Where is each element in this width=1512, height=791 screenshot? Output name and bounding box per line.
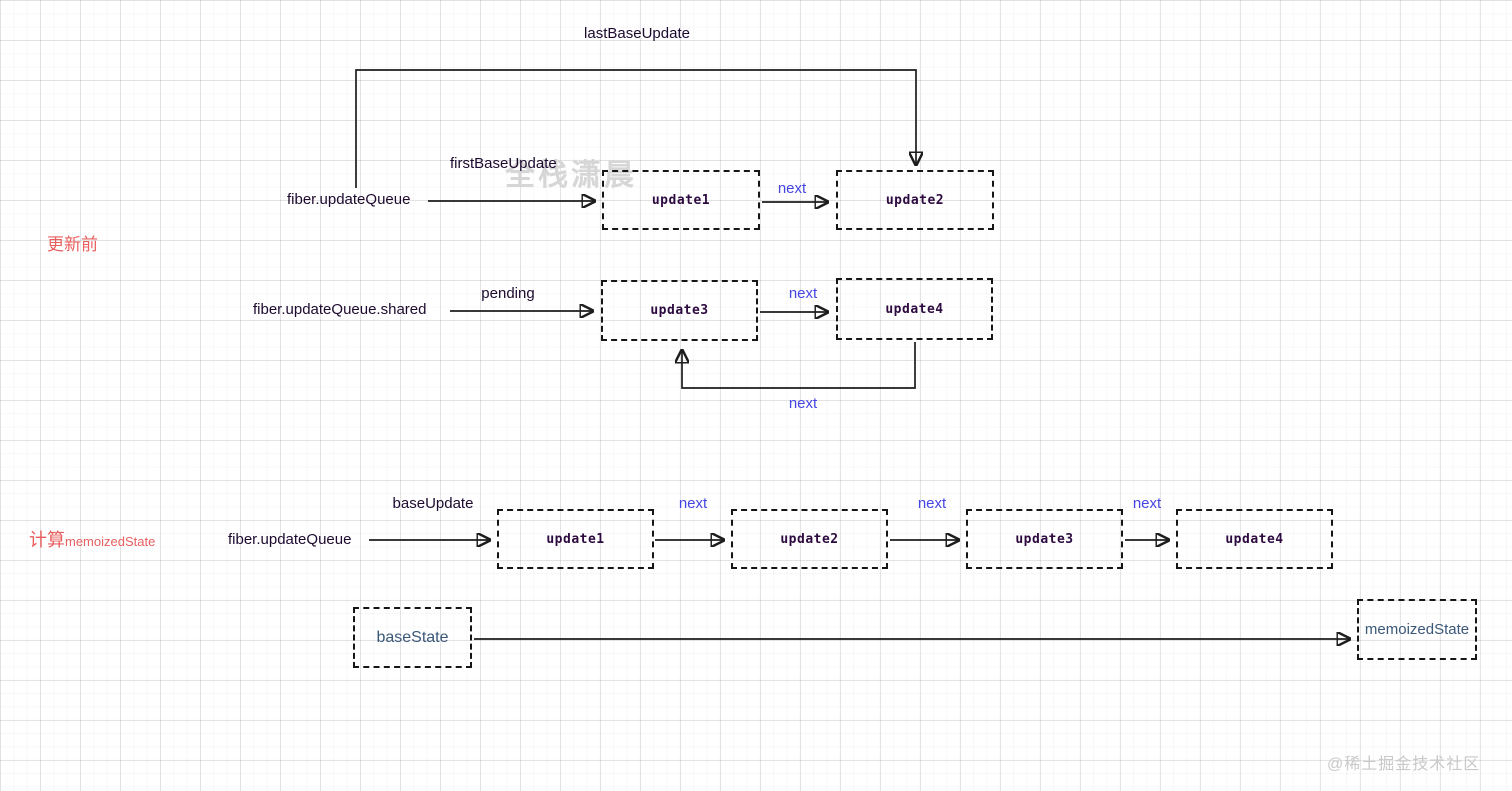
node-memoizedState-label: memoizedState [1364, 621, 1470, 638]
author-watermark: 全栈潇晨 [505, 159, 637, 192]
section-label-compute-en: memoizedState [65, 534, 156, 549]
node-update2-row3-label: update2 [780, 531, 839, 547]
node-update4-row2-label: update4 [885, 301, 944, 317]
label-pending: pending [481, 285, 535, 302]
label-next-row3-3: next [1132, 495, 1162, 512]
label-fiber-updateQueue-row3: fiber.updateQueue [228, 531, 352, 548]
label-lastBaseUpdate: lastBaseUpdate [584, 25, 690, 42]
section-label-compute-cn: 计算 [29, 530, 65, 550]
node-update3-row2: update3 [601, 280, 758, 341]
node-update3-row3-label: update3 [1015, 531, 1074, 547]
node-update1-row1-label: update1 [651, 192, 711, 208]
label-next-row3-2: next [917, 495, 947, 512]
label-fiber-updateQueue-shared: fiber.updateQueue.shared [253, 301, 427, 318]
node-update4-row3-label: update4 [1225, 531, 1284, 547]
node-update2-row3: update2 [731, 509, 888, 569]
label-next-row1: next [777, 180, 807, 197]
label-next-row2: next [788, 285, 818, 302]
label-next-row2-loop: next [788, 395, 818, 412]
node-memoizedState: memoizedState [1357, 599, 1477, 660]
node-update4-row2: update4 [836, 278, 993, 340]
node-update2-row1-label: update2 [885, 192, 945, 208]
node-update1-row1: update1 [602, 170, 760, 230]
node-update3-row2-label: update3 [650, 303, 709, 318]
community-watermark: @稀土掘金技术社区 [1327, 756, 1481, 773]
label-fiber-updateQueue-row1: fiber.updateQueue [287, 191, 411, 208]
node-baseState-label: baseState [376, 628, 449, 646]
node-update2-row1: update2 [836, 170, 994, 230]
label-next-row3-1: next [678, 495, 708, 512]
node-update3-row3: update3 [966, 509, 1123, 569]
section-label-before-update: 更新前 [47, 235, 98, 254]
wire-update4-loop-update3 [682, 342, 916, 389]
node-update4-row3: update4 [1176, 509, 1333, 569]
node-update1-row3: update1 [497, 509, 654, 569]
node-update1-row3-label: update1 [546, 531, 605, 547]
label-firstBaseUpdate: firstBaseUpdate [450, 155, 557, 172]
label-baseUpdate: baseUpdate [392, 495, 474, 512]
node-baseState: baseState [353, 607, 472, 668]
wire-lastBaseUpdate [355, 69, 916, 188]
